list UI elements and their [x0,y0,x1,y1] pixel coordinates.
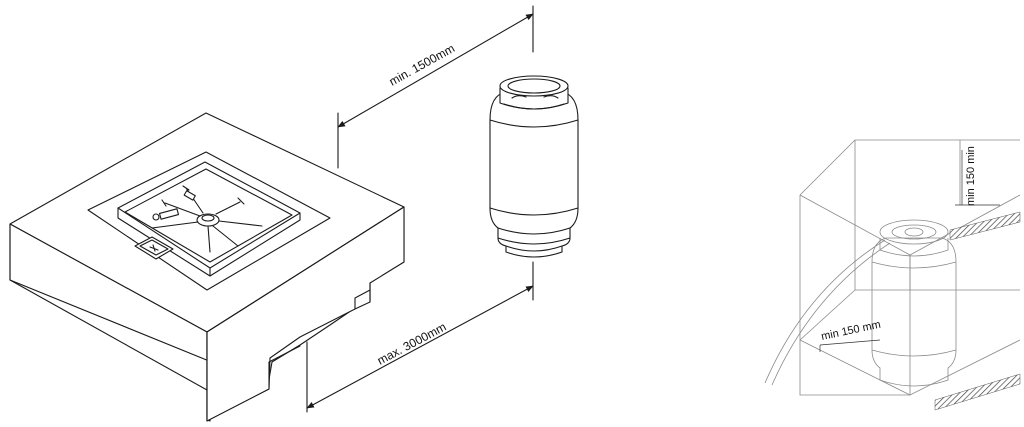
min-distance-label: min. 1500mm [387,41,457,88]
vent-side-bottom-label: min 150 mm [820,319,882,343]
burner-icon [151,185,263,253]
vent-bottom-icon [934,373,1021,411]
control-panel-icon [134,236,174,260]
fire-pit-icon [9,112,405,422]
ventilated-enclosure-icon: min 150 min min 150 mm [764,139,1021,411]
vent-top-icon [949,211,1021,241]
max-distance-label: max. 3000mm [375,320,449,368]
gas-cylinder-icon [489,75,579,258]
vent-side-top-label: min 150 min [965,146,977,206]
